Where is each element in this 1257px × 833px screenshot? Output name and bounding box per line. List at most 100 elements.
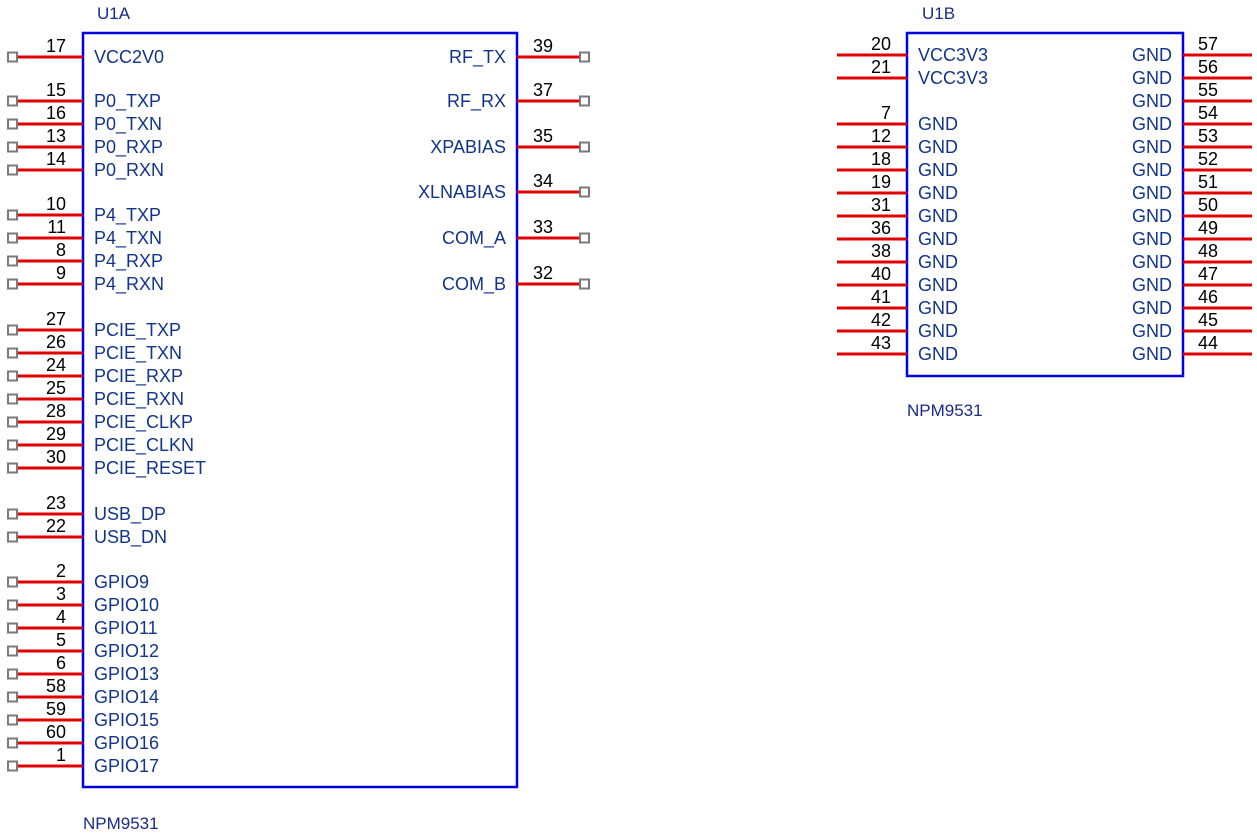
u1a-pin-15-number: 15 <box>46 80 66 100</box>
u1a-pin-5-port[interactable] <box>7 645 18 657</box>
u1a-pin-29-port[interactable] <box>7 439 18 451</box>
u1b-pin-18-name-gnd: GND <box>918 160 958 180</box>
u1a-pin-14-port[interactable] <box>7 164 18 176</box>
u1a-pin-27-name-pcie-txp: PCIE_TXP <box>94 320 181 341</box>
u1a-pin-6-number: 6 <box>56 653 66 673</box>
u1b-pin-42-name-gnd: GND <box>918 321 958 341</box>
u1b-pin-21-name-vcc3v3: VCC3V3 <box>918 68 988 88</box>
u1a-pin-16-port[interactable] <box>7 118 18 130</box>
u1a-pin-39-port[interactable] <box>579 51 590 63</box>
u1b-pin-18-number: 18 <box>871 149 891 169</box>
u1a-pin-28-name-pcie-clkp: PCIE_CLKP <box>94 412 193 433</box>
u1b-pin-46-number: 46 <box>1198 287 1218 307</box>
u1a-pin-5-number: 5 <box>56 630 66 650</box>
u1a-pin-13-port[interactable] <box>7 141 18 153</box>
u1a-pin-26-port[interactable] <box>7 347 18 359</box>
u1b-pin-44-number: 44 <box>1198 333 1218 353</box>
u1a-pin-32-port[interactable] <box>579 278 590 290</box>
u1a-pin-8-port[interactable] <box>7 255 18 267</box>
u1a-pin-22-name-usb-dn: USB_DN <box>94 527 167 548</box>
u1b-pin-52-number: 52 <box>1198 149 1218 169</box>
u1b-pin-54-number: 54 <box>1198 103 1218 123</box>
u1b-pin-38-name-gnd: GND <box>918 252 958 272</box>
u1a-pin-58-port[interactable] <box>7 691 18 703</box>
u1b-pin-57-number: 57 <box>1198 34 1218 54</box>
u1b-pin-31-number: 31 <box>871 195 891 215</box>
u1a-pin-8-name-p4-rxp: P4_RXP <box>94 251 163 272</box>
u1a-pin-59-port[interactable] <box>7 714 18 726</box>
u1b-pin-52-name-gnd: GND <box>1132 160 1172 180</box>
u1a-pin-30-port[interactable] <box>7 462 18 474</box>
u1a-pin-13-number: 13 <box>46 126 66 146</box>
u1a-pin-33-port[interactable] <box>579 232 590 244</box>
component-u1b[interactable]: U1B 20VCC3V321VCC3V37GND12GND18GND19GND3… <box>837 4 1252 420</box>
u1a-pin-8-number: 8 <box>56 240 66 260</box>
u1a-pin-24-port[interactable] <box>7 370 18 382</box>
u1a-pin-4-port[interactable] <box>7 622 18 634</box>
u1b-pin-43-name-gnd: GND <box>918 344 958 364</box>
u1a-pin-35-port[interactable] <box>579 141 590 153</box>
u1a-pin-32-name-com-b: COM_B <box>442 274 506 295</box>
u1b-pin-50-number: 50 <box>1198 195 1218 215</box>
u1a-pin-60-name-gpio16: GPIO16 <box>94 733 159 753</box>
u1a-pin-2-number: 2 <box>56 561 66 581</box>
u1b-pin-55-name-gnd: GND <box>1132 91 1172 111</box>
u1a-pin-25-port[interactable] <box>7 393 18 405</box>
u1a-pin-37-port[interactable] <box>579 95 590 107</box>
u1a-pin-34-port[interactable] <box>579 186 590 198</box>
u1b-pin-20-number: 20 <box>871 34 891 54</box>
u1b-pin-41-name-gnd: GND <box>918 298 958 318</box>
u1a-pin-60-port[interactable] <box>7 737 18 749</box>
u1a-pin-14-number: 14 <box>46 149 66 169</box>
u1a-pin-28-port[interactable] <box>7 416 18 428</box>
u1a-pin-22-port[interactable] <box>7 531 18 543</box>
u1b-pin-46-name-gnd: GND <box>1132 298 1172 318</box>
u1a-pin-37-number: 37 <box>533 80 553 100</box>
u1a-pin-2-port[interactable] <box>7 576 18 588</box>
u1a-pin-4-number: 4 <box>56 607 66 627</box>
u1a-pin-9-port[interactable] <box>7 278 18 290</box>
u1b-pin-36-number: 36 <box>871 218 891 238</box>
u1a-pin-1-number: 1 <box>56 745 66 765</box>
u1b-pin-7-name-gnd: GND <box>918 114 958 134</box>
u1b-pin-45-number: 45 <box>1198 310 1218 330</box>
u1a-pin-13-name-p0-rxp: P0_RXP <box>94 137 163 158</box>
u1a-pin-58-name-gpio14: GPIO14 <box>94 687 159 707</box>
u1b-pin-12-name-gnd: GND <box>918 137 958 157</box>
u1a-pin-3-number: 3 <box>56 584 66 604</box>
u1a-pin-34-number: 34 <box>533 171 553 191</box>
u1a-pin-10-port[interactable] <box>7 209 18 221</box>
u1b-pin-40-name-gnd: GND <box>918 275 958 295</box>
u1b-left-pins: 20VCC3V321VCC3V37GND12GND18GND19GND31GND… <box>837 34 988 364</box>
u1a-pin-14-name-p0-rxn: P0_RXN <box>94 160 164 181</box>
u1b-pin-44-name-gnd: GND <box>1132 344 1172 364</box>
u1b-pin-54-name-gnd: GND <box>1132 114 1172 134</box>
u1a-pin-9-number: 9 <box>56 263 66 283</box>
u1b-pin-51-number: 51 <box>1198 172 1218 192</box>
u1b-part-name: NPM9531 <box>907 401 983 420</box>
u1b-pin-47-name-gnd: GND <box>1132 275 1172 295</box>
u1b-pin-49-name-gnd: GND <box>1132 229 1172 249</box>
u1a-pin-23-port[interactable] <box>7 508 18 520</box>
u1a-pin-1-port[interactable] <box>7 760 18 772</box>
u1a-pin-3-port[interactable] <box>7 599 18 611</box>
u1a-pin-35-number: 35 <box>533 126 553 146</box>
u1a-pin-58-number: 58 <box>46 676 66 696</box>
u1a-body <box>81 31 519 789</box>
u1a-pin-27-port[interactable] <box>7 324 18 336</box>
u1a-right-pins: 39RF_TX37RF_RX35XPABIAS34XLNABIAS33COM_A… <box>418 36 590 295</box>
u1a-pin-33-name-com-a: COM_A <box>442 228 506 249</box>
u1b-pin-7-number: 7 <box>881 103 891 123</box>
u1a-pin-6-name-gpio13: GPIO13 <box>94 664 159 684</box>
u1a-pin-24-number: 24 <box>46 355 66 375</box>
u1a-pin-15-port[interactable] <box>7 95 18 107</box>
u1a-pin-26-number: 26 <box>46 332 66 352</box>
u1b-pin-56-name-gnd: GND <box>1132 68 1172 88</box>
u1a-pin-11-port[interactable] <box>7 232 18 244</box>
component-u1a[interactable]: U1A 17VCC2V015P0_TXP16P0_TXN13P0_RXP14P0… <box>7 4 590 833</box>
u1a-pin-17-port[interactable] <box>7 51 18 63</box>
u1a-pin-10-name-p4-txp: P4_TXP <box>94 205 161 226</box>
u1a-pin-22-number: 22 <box>46 516 66 536</box>
u1a-pin-6-port[interactable] <box>7 668 18 680</box>
u1b-pin-55-number: 55 <box>1198 80 1218 100</box>
